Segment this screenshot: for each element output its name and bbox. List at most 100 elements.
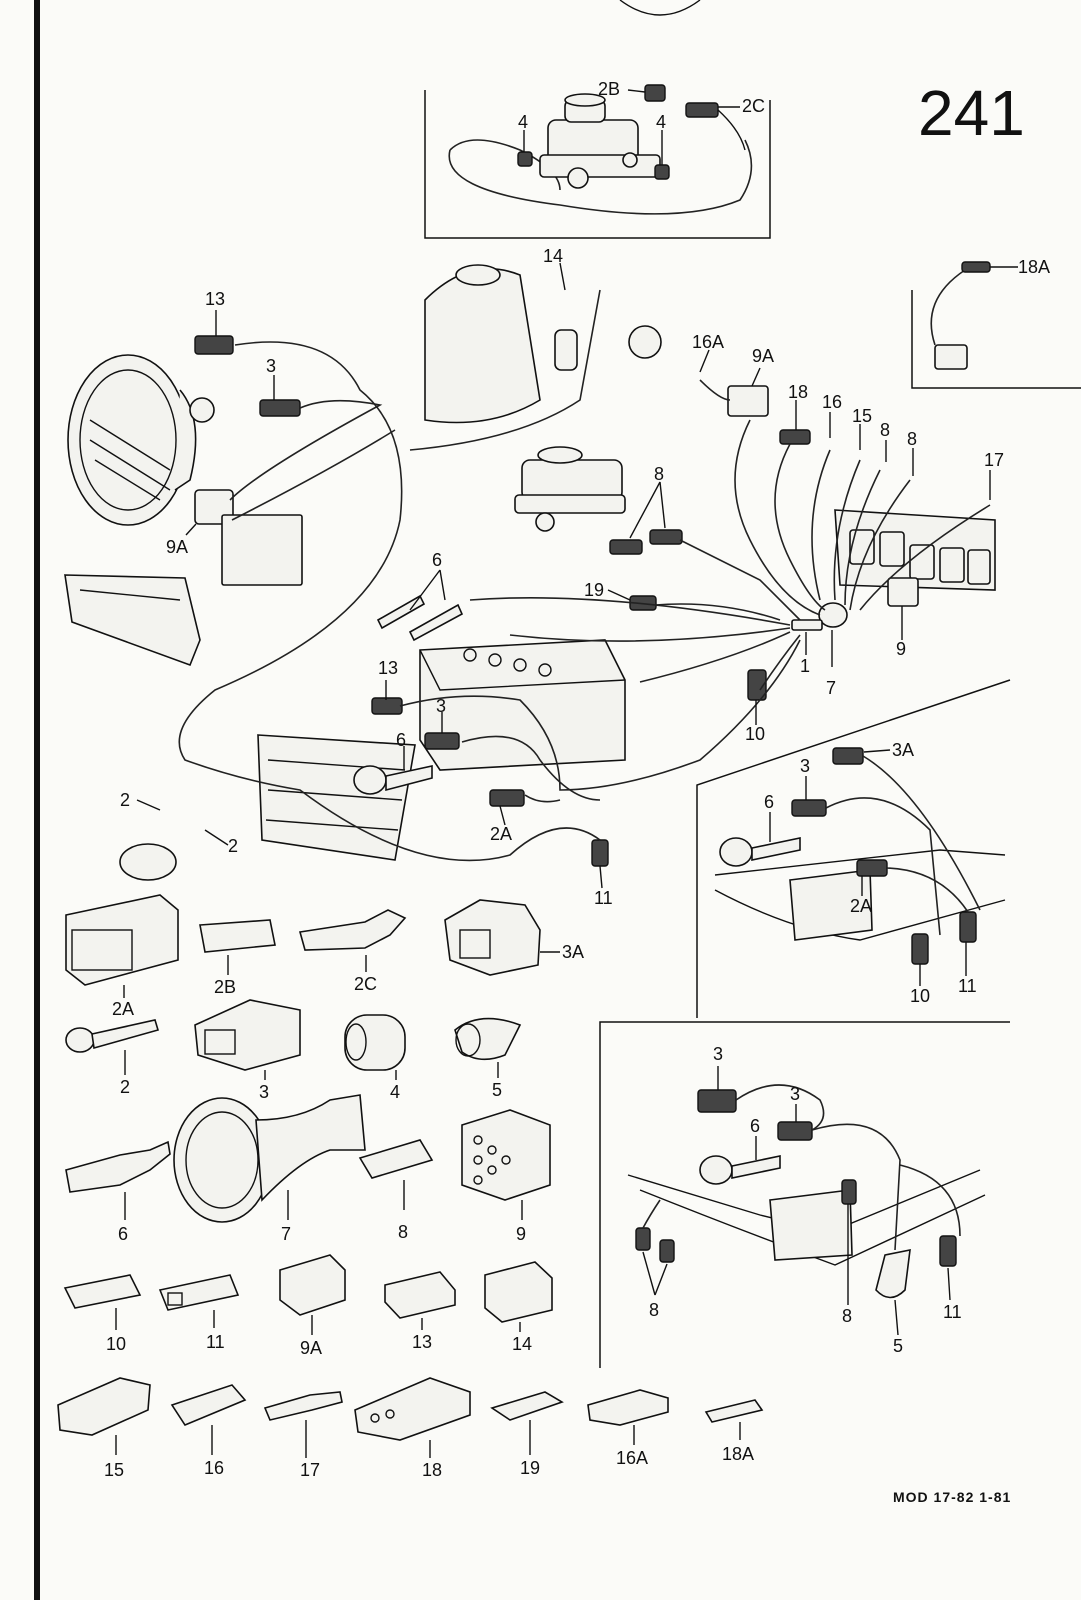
svg-text:4: 4 [390, 1082, 400, 1102]
part-3: 3 [194, 999, 301, 1102]
callout-15: 15 [852, 406, 872, 426]
callout-6-inset-right: 6 [764, 792, 774, 812]
callout-11-inset: 11 [958, 976, 977, 996]
part-14: 14 [484, 1261, 553, 1354]
callout-8-b: 8 [907, 429, 917, 449]
callout-8-lower-b: 8 [842, 1306, 852, 1326]
callout-9A-right: 9A [752, 346, 774, 366]
inset-right-variant: 3A 3 6 2A 10 11 [696, 679, 1011, 1018]
callout-3-lower-b: 3 [790, 1084, 800, 1104]
callout-7: 7 [826, 678, 836, 698]
part-7: 7 [173, 1094, 366, 1244]
callout-2-right: 2 [228, 836, 238, 856]
part-8: 8 [358, 1139, 434, 1242]
callout-16A: 16A [692, 332, 724, 352]
top-partial-ring [619, 0, 701, 16]
callout-14: 14 [543, 246, 563, 266]
callout-10-main: 10 [745, 724, 765, 744]
svg-text:9: 9 [516, 1224, 526, 1244]
svg-text:18A: 18A [722, 1444, 754, 1464]
svg-text:2C: 2C [354, 974, 377, 994]
part-9: 9 [461, 1109, 551, 1244]
callout-2A-main: 2A [490, 824, 512, 844]
inset-brake-master-cylinder: 2B 2C 4 4 [424, 79, 771, 239]
callout-13-mid: 13 [378, 658, 398, 678]
callout-1: 1 [800, 656, 810, 676]
svg-text:2B: 2B [214, 977, 236, 997]
svg-text:16: 16 [204, 1458, 224, 1478]
callout-2C: 2C [742, 96, 765, 116]
part-16: 16 [170, 1384, 247, 1478]
parts-legend: 2A 2B 2C 3A 2 3 [57, 894, 764, 1480]
callout-2-left: 2 [120, 790, 130, 810]
svg-text:18: 18 [422, 1460, 442, 1480]
callout-3-mid: 3 [436, 696, 446, 716]
callout-8-lower-a: 8 [649, 1300, 659, 1320]
part-3A: 3A [444, 899, 584, 976]
callout-13-top: 13 [205, 289, 225, 309]
svg-text:13: 13 [412, 1332, 432, 1352]
callout-18: 18 [788, 382, 808, 402]
page-binding-edge [34, 0, 40, 1600]
inset-lower-variant: 3 3 6 8 8 11 5 [599, 1021, 1010, 1368]
callout-5-lower: 5 [893, 1336, 903, 1356]
svg-text:8: 8 [398, 1222, 408, 1242]
svg-text:17: 17 [300, 1460, 320, 1480]
callout-16: 16 [822, 392, 842, 412]
footer-mod-code: MOD 17-82 1-81 [893, 1489, 1011, 1505]
part-16A: 16A [587, 1389, 669, 1468]
callout-18A-inset: 18A [1018, 257, 1050, 277]
callout-2A-inset: 2A [850, 896, 872, 916]
callout-10-inset: 10 [910, 986, 930, 1006]
callout-2B: 2B [598, 79, 620, 99]
part-2A: 2A [65, 894, 179, 1019]
part-2C: 2C [298, 909, 407, 994]
svg-text:19: 19 [520, 1458, 540, 1478]
svg-text:3: 3 [259, 1082, 269, 1102]
part-15: 15 [57, 1377, 151, 1480]
part-17: 17 [263, 1391, 343, 1480]
part-4: 4 [344, 1014, 406, 1102]
svg-text:7: 7 [281, 1224, 291, 1244]
callout-6-mid: 6 [396, 730, 406, 750]
part-19: 19 [490, 1391, 564, 1478]
part-2B: 2B [199, 919, 276, 997]
callout-11-lower: 11 [943, 1302, 962, 1322]
part-18: 18 [354, 1377, 471, 1480]
callout-3A-inset: 3A [892, 740, 914, 760]
svg-text:15: 15 [104, 1460, 124, 1480]
svg-text:14: 14 [512, 1334, 532, 1354]
svg-text:3A: 3A [562, 942, 584, 962]
callout-4-left: 4 [518, 112, 528, 132]
svg-text:16A: 16A [616, 1448, 648, 1468]
svg-text:10: 10 [106, 1334, 126, 1354]
part-10: 10 [63, 1274, 142, 1354]
main-harness-assembly: 13 3 14 9A 16A 9A 18 16 15 8 8 17 8 6 19… [64, 246, 1004, 908]
part-18A: 18A [704, 1399, 764, 1464]
inset-18a: 18A [911, 257, 1081, 389]
callout-19: 19 [584, 580, 604, 600]
callout-9A-headlamp: 9A [166, 537, 188, 557]
part-2: 2 [65, 1019, 160, 1097]
part-6: 6 [65, 1140, 171, 1244]
svg-text:2: 2 [120, 1077, 130, 1097]
callout-17: 17 [984, 450, 1004, 470]
part-5: 5 [454, 1017, 522, 1100]
callout-3-lower-a: 3 [713, 1044, 723, 1064]
part-9A: 9A [279, 1254, 346, 1358]
svg-text:2A: 2A [112, 999, 134, 1019]
callout-4-right: 4 [656, 112, 666, 132]
part-11: 11 [158, 1274, 240, 1352]
callout-8-c: 8 [654, 464, 664, 484]
callout-6-top: 6 [432, 550, 442, 570]
svg-text:6: 6 [118, 1224, 128, 1244]
callout-8-a: 8 [880, 420, 890, 440]
callout-9: 9 [896, 639, 906, 659]
part-13: 13 [384, 1271, 456, 1352]
callout-6-lower: 6 [750, 1116, 760, 1136]
callout-3-top: 3 [266, 356, 276, 376]
svg-text:9A: 9A [300, 1338, 322, 1358]
svg-text:5: 5 [492, 1080, 502, 1100]
callout-11-main: 11 [594, 888, 613, 908]
